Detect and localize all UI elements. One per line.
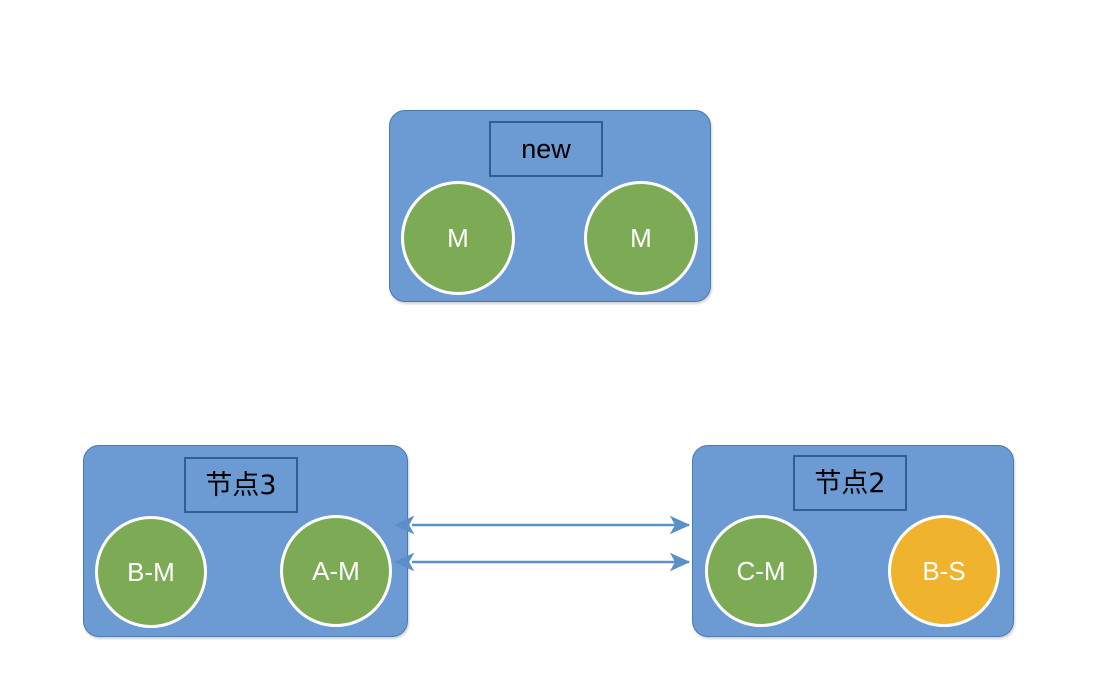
circle-node2-bs[interactable]: B-S [888, 515, 1000, 627]
node-new-title-box: new [489, 121, 603, 177]
circle-node3-bm[interactable]: B-M [95, 516, 207, 628]
circle-new-m-right[interactable]: M [584, 181, 698, 295]
node3-title-box: 节点3 [184, 457, 298, 513]
circle-node3-am[interactable]: A-M [280, 515, 392, 627]
circle-node3-am-label: A-M [312, 555, 360, 586]
circle-node2-bs-label: B-S [922, 555, 966, 586]
circle-node2-cm[interactable]: C-M [705, 515, 817, 627]
circle-new-m-right-label: M [630, 222, 652, 253]
node3-title-label: 节点3 [205, 469, 277, 501]
circle-new-m-left-label: M [447, 222, 469, 253]
node2-title-label: 节点2 [814, 467, 886, 499]
circle-node2-cm-label: C-M [736, 555, 786, 586]
circle-node3-bm-label: B-M [127, 556, 175, 587]
node2-title-box: 节点2 [793, 455, 907, 511]
circle-new-m-left[interactable]: M [401, 181, 515, 295]
node-new-title-label: new [521, 133, 571, 164]
